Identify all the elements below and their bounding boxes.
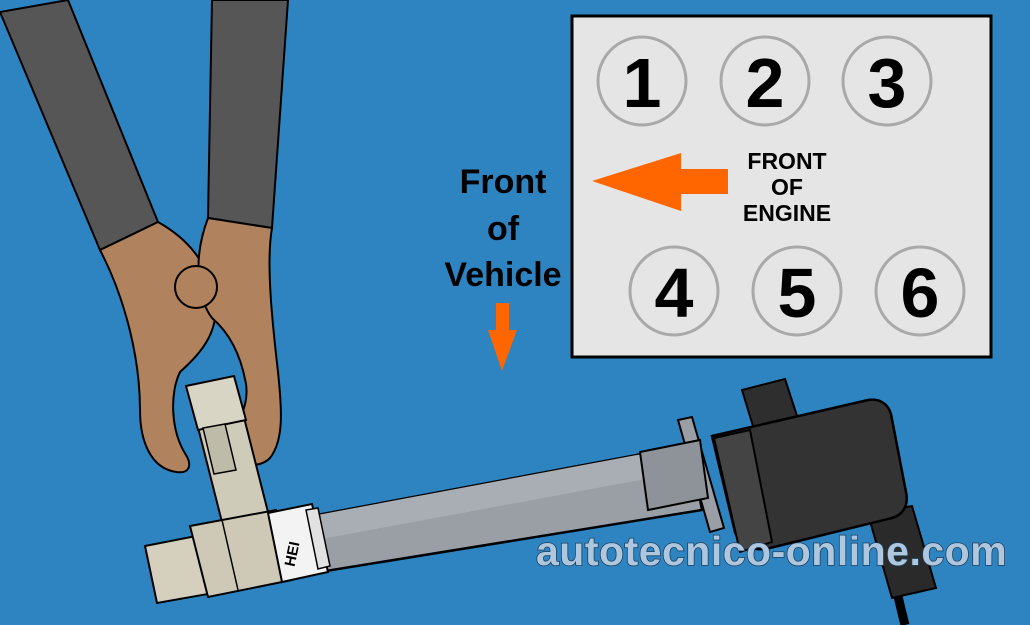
front-of-engine-line-3: ENGINE [743, 200, 831, 226]
cylinder-6-label: 6 [901, 254, 940, 332]
cylinder-1: 1 [596, 35, 688, 127]
coil-head-side [712, 428, 774, 554]
tester-hex-nut-edge [221, 519, 239, 591]
coil-ring [638, 438, 710, 512]
tester-hei-label: HEI [282, 540, 304, 568]
front-of-vehicle-line-1: Front [460, 163, 547, 201]
front-of-vehicle-line-3: Vehicle [444, 256, 561, 294]
cylinder-3: 3 [841, 35, 933, 127]
cylinder-diagram-box: 1 2 3 4 5 6 FRONT OF ENGINE [570, 14, 993, 359]
cylinder-5-label: 5 [778, 254, 817, 332]
cylinder-3-label: 3 [868, 44, 907, 122]
front-of-vehicle-line-2: of [487, 210, 520, 248]
cylinder-2: 2 [719, 35, 811, 127]
tester-clip-slot [202, 423, 237, 475]
front-of-vehicle-label: Front of Vehicle [444, 163, 562, 371]
front-of-vehicle-arrow-icon [488, 303, 517, 371]
front-of-engine-line-2: OF [771, 174, 803, 200]
cylinder-1-label: 1 [623, 44, 662, 122]
tester-clip-head [184, 374, 248, 432]
cylinder-2-label: 2 [746, 44, 785, 122]
watermark: autotecnico-online.com [536, 528, 1007, 574]
tester-insulator-end [305, 507, 331, 570]
clamp-pivot [174, 265, 218, 309]
left-sleeve [0, 0, 160, 252]
front-of-engine-line-1: FRONT [747, 148, 826, 174]
right-sleeve [206, 0, 290, 230]
ignition-coil-icon [310, 377, 938, 625]
cylinder-4-label: 4 [655, 254, 694, 332]
cylinder-6: 6 [874, 245, 966, 337]
spark-tester-icon: HEI [143, 374, 331, 605]
hand-with-clamp-icon [0, 0, 290, 474]
cylinder-5: 5 [751, 245, 843, 337]
cylinder-4: 4 [628, 245, 720, 337]
front-of-engine-arrow-icon [592, 153, 728, 211]
coil-boot-shading [312, 445, 694, 540]
